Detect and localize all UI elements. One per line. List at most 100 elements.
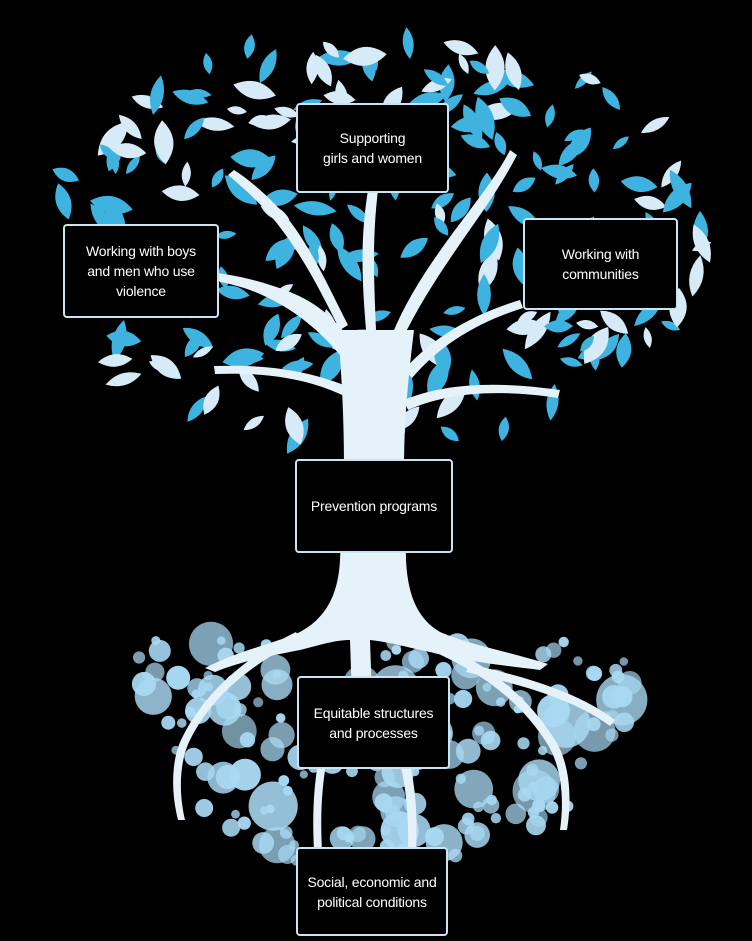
leaf: [154, 120, 174, 165]
node-label: Prevention programs: [310, 498, 438, 514]
node-prevention-programs: Prevention programs: [295, 459, 453, 553]
root-bubble: [408, 648, 430, 669]
branch-right: [404, 300, 523, 378]
leaf: [187, 396, 207, 422]
leaf: [505, 52, 522, 90]
leaf: [661, 320, 681, 331]
root-bubble: [490, 813, 502, 824]
root-bubble: [372, 780, 406, 814]
root-bubble: [448, 848, 463, 863]
root-bubble: [480, 730, 501, 751]
leaf: [517, 311, 538, 322]
leaf: [460, 134, 491, 149]
leaf: [440, 426, 459, 442]
leaf: [105, 372, 142, 387]
leaf: [322, 41, 340, 58]
root-bubble: [532, 776, 560, 804]
leaf: [543, 320, 573, 333]
leaf: [188, 88, 212, 98]
leaf: [558, 139, 583, 166]
leaf: [612, 136, 629, 150]
root-bubble: [545, 801, 559, 814]
leaf: [222, 348, 265, 368]
branch-lower-right: [404, 384, 560, 410]
leaf: [317, 245, 327, 272]
leaf: [99, 144, 116, 160]
root-bubble: [217, 636, 226, 645]
root-bubble: [260, 737, 285, 762]
root-bubble: [299, 770, 308, 779]
root-bubble: [239, 732, 256, 748]
leaf: [161, 185, 200, 201]
root-bubble: [265, 804, 275, 814]
node-label: Working with boys and men who use violen…: [86, 243, 196, 299]
root-bubble: [586, 717, 601, 732]
leaf: [150, 355, 182, 379]
leaf: [498, 416, 509, 442]
leaf: [337, 245, 362, 282]
branch-right-upper: [392, 150, 517, 340]
root-bubble: [133, 651, 146, 664]
leaf: [643, 327, 652, 349]
leaf: [126, 155, 140, 174]
leaf: [443, 40, 479, 56]
node-supporting-girls-and-women: Supporting girls and women: [296, 103, 449, 193]
node-social-economic-political-conditions: Social, economic and political condition…: [296, 847, 448, 936]
leaf: [172, 89, 209, 105]
leaf: [600, 310, 629, 334]
root-bubble: [161, 715, 176, 730]
leaf: [541, 164, 578, 179]
root-bubble: [142, 672, 151, 681]
leaf: [224, 175, 258, 205]
leaf: [214, 230, 237, 239]
leaf: [285, 407, 304, 445]
root-bubble: [573, 656, 583, 666]
root-right: [430, 640, 570, 830]
leaf: [230, 149, 272, 168]
root-bubble: [184, 747, 203, 767]
root-bubble: [517, 787, 532, 802]
leaf: [307, 332, 335, 348]
leaf: [576, 319, 599, 330]
root-bubble: [558, 636, 569, 648]
leaf: [347, 204, 370, 224]
branch-left-upper: [228, 170, 348, 330]
leaf: [689, 255, 704, 297]
root-bubble: [204, 682, 214, 692]
root-bubble: [461, 812, 475, 826]
root-bubble: [222, 818, 241, 837]
root-bubble: [473, 801, 484, 813]
leaf: [583, 326, 609, 364]
leaf: [343, 46, 387, 66]
leaf: [469, 60, 490, 74]
branch-center: [362, 190, 378, 330]
leaf: [192, 346, 213, 358]
leaf: [579, 73, 601, 85]
root-bubble: [435, 662, 452, 679]
leaf: [602, 87, 621, 110]
root-bubble: [609, 663, 623, 677]
root-bubble: [527, 806, 540, 819]
leaf: [320, 349, 344, 386]
leaf: [620, 176, 658, 193]
leaf: [275, 333, 302, 352]
root-bubble: [349, 826, 376, 852]
node-equitable-structures: Equitable structures and processes: [297, 676, 450, 769]
root-bubble: [195, 799, 214, 817]
leaf: [557, 333, 581, 348]
leaf: [669, 169, 692, 209]
leaf: [149, 361, 168, 372]
root-bubble: [596, 674, 648, 726]
leaf: [475, 96, 495, 140]
leaf: [184, 117, 205, 140]
node-label: Social, economic and political condition…: [307, 873, 437, 910]
leaf: [259, 48, 277, 84]
root-bubble: [505, 803, 527, 825]
leaf: [211, 168, 224, 188]
leaf: [203, 53, 213, 75]
root-bubble: [188, 621, 234, 667]
leaf: [281, 360, 314, 372]
leaf: [329, 223, 344, 254]
root-bubble: [587, 666, 603, 682]
node-working-with-communities: Working with communities: [523, 218, 678, 310]
